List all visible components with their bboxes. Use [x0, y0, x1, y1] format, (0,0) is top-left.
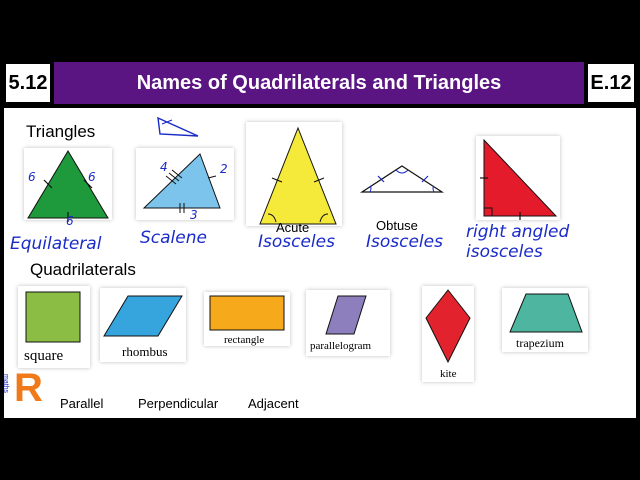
logo-text: maths — [2, 373, 10, 394]
trapezium-shape — [509, 293, 583, 333]
square-shape — [25, 291, 81, 343]
rectangle-label: rectangle — [224, 334, 265, 346]
scalene-mark-left: 4 — [160, 160, 168, 174]
lesson-code-right: E.12 — [586, 62, 636, 104]
equilateral-triangle — [27, 150, 109, 222]
equilateral-handwritten: Equilateral — [10, 234, 102, 254]
slide-body: Triangles 6 6 6 Equilateral 4 2 3 Scalen… — [2, 108, 636, 418]
quadrilaterals-heading: Quadrilaterals — [30, 260, 136, 279]
rectangle-shape — [209, 295, 285, 331]
parallelogram-label: parallelogram — [310, 340, 372, 352]
kite-label: kite — [440, 368, 457, 380]
word-perpendicular: Perpendicular — [138, 396, 219, 411]
lesson-code-right-text: E.12 — [590, 71, 632, 94]
right-angle-handwritten: right angled isosceles — [466, 222, 570, 262]
logo-letter: R — [14, 366, 43, 410]
scalene-handwritten: Scalene — [140, 228, 207, 248]
rhombus-shape — [103, 295, 183, 337]
acute-triangle — [259, 126, 337, 225]
acute-handwritten: Isosceles — [258, 232, 335, 252]
right-triangle — [480, 138, 558, 220]
lesson-code-left: 5.12 — [4, 62, 52, 104]
kite-shape — [425, 289, 471, 364]
square-label: square — [24, 348, 64, 364]
parallelogram-shape — [325, 295, 367, 335]
triangles-heading: Triangles — [26, 122, 96, 141]
obtuse-handwritten: Isosceles — [366, 232, 443, 252]
page-title-text: Names of Quadrilaterals and Triangles — [136, 71, 502, 94]
equilateral-mark-left: 6 — [28, 170, 36, 184]
obtuse-triangle — [359, 165, 445, 193]
scalene-triangle — [142, 153, 221, 213]
sketch-triangle-icon — [157, 116, 199, 137]
acute-label: Acute — [276, 220, 310, 235]
trapezium-label: trapezium — [516, 336, 564, 350]
obtuse-label: Obtuse — [376, 218, 418, 233]
page-title: Names of Quadrilaterals and Triangles — [54, 62, 584, 104]
equilateral-mark-bottom: 6 — [66, 214, 74, 228]
scalene-mark-right: 2 — [220, 162, 228, 176]
lesson-code-left-text: 5.12 — [8, 71, 48, 94]
maths-logo: R maths — [2, 366, 48, 410]
scalene-mark-bottom: 3 — [190, 208, 198, 222]
rhombus-label: rhombus — [122, 344, 168, 359]
word-parallel: Parallel — [60, 396, 104, 411]
equilateral-mark-right: 6 — [88, 170, 96, 184]
word-adjacent: Adjacent — [248, 396, 299, 411]
